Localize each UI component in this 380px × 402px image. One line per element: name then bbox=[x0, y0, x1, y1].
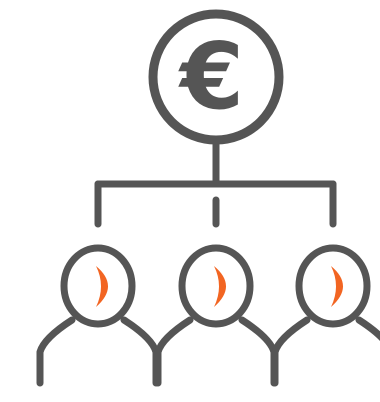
person-body bbox=[154, 316, 278, 387]
people-group bbox=[36, 244, 380, 387]
right-person bbox=[271, 244, 380, 387]
left-person bbox=[36, 244, 160, 387]
euro-coin-icon: € bbox=[148, 9, 284, 145]
person-body bbox=[36, 316, 160, 387]
face-accent-icon bbox=[96, 266, 108, 307]
person-head bbox=[60, 244, 136, 328]
middle-person bbox=[154, 244, 278, 387]
person-head bbox=[178, 244, 254, 328]
connector-tree bbox=[94, 138, 337, 228]
face-accent-icon bbox=[331, 266, 343, 307]
face-accent-icon bbox=[214, 266, 226, 307]
euro-symbol: € bbox=[178, 23, 244, 130]
person-body bbox=[271, 316, 380, 387]
person-head bbox=[295, 244, 371, 328]
